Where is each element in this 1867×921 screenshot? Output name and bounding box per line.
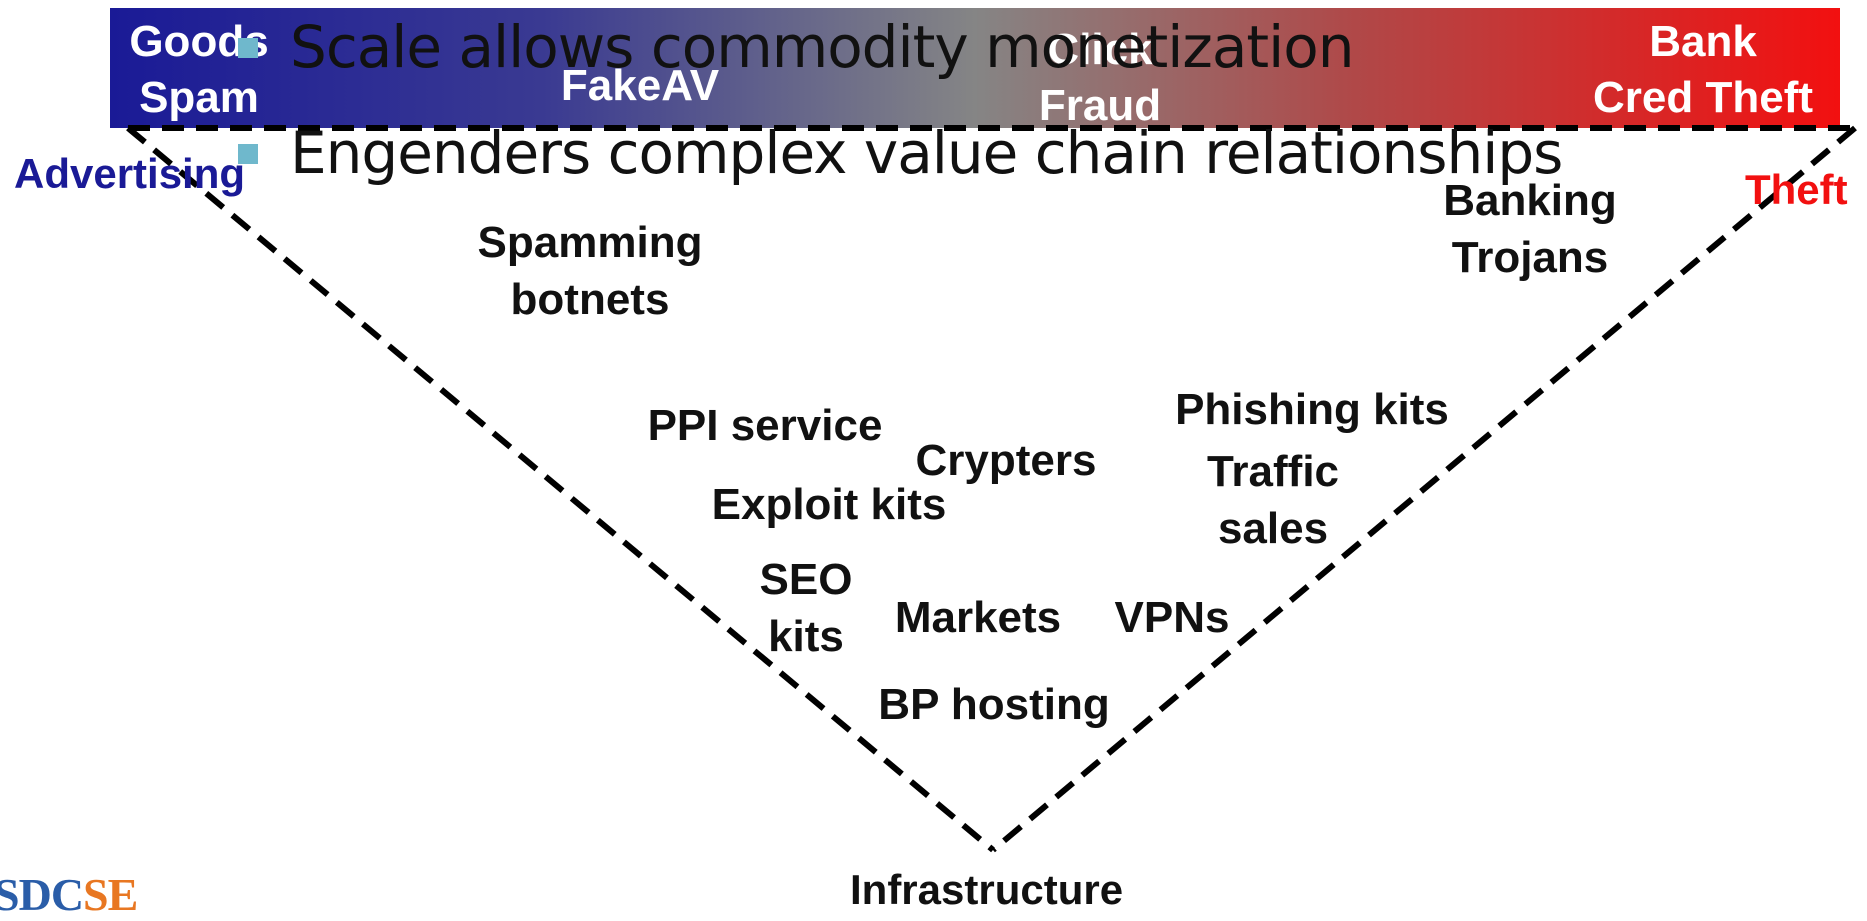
item-spamming-botnets: Spamming botnets xyxy=(477,218,703,324)
logo-suffix: SE xyxy=(83,869,138,920)
axis-label-infrastructure: Infrastructure xyxy=(850,866,1124,913)
ucsd-cse-logo: SDCSE xyxy=(0,868,138,921)
triangle-right-edge xyxy=(991,125,1857,853)
item-crypters: Crypters xyxy=(915,436,1097,485)
value-spectrum-banner xyxy=(110,8,1840,128)
logo-prefix: S xyxy=(0,869,20,920)
item-bp-hosting: BP hosting xyxy=(878,680,1110,729)
item-exploit-kits: Exploit kits xyxy=(711,480,947,529)
item-vpns: VPNs xyxy=(1114,593,1230,642)
item-markets: Markets xyxy=(894,593,1062,642)
item-ppi-service: PPI service xyxy=(647,401,883,450)
bullet-text: Engenders complex value chain relationsh… xyxy=(290,119,1563,187)
category-click-fraud: Click Fraud xyxy=(1038,25,1162,130)
category-fakeav: FakeAV xyxy=(560,61,720,110)
item-phishing-kits: Phishing kits xyxy=(1175,385,1449,434)
item-traffic-sales: Traffic sales xyxy=(1206,447,1340,553)
item-banking-trojans: Banking Trojans xyxy=(1443,176,1617,282)
bullet-square-icon xyxy=(238,144,258,164)
item-seo-kits: SEO kits xyxy=(759,555,853,661)
axis-label-theft: Theft xyxy=(1745,166,1848,213)
bullet-square-icon xyxy=(238,38,258,58)
category-bank-cred-theft: Bank Cred Theft xyxy=(1593,17,1813,122)
logo-mid: DC xyxy=(18,869,84,920)
axis-label-advertising: Advertising xyxy=(14,150,246,197)
triangle-left-edge xyxy=(126,125,995,853)
bullet-text: Scale allows commodity monetization xyxy=(290,13,1354,81)
